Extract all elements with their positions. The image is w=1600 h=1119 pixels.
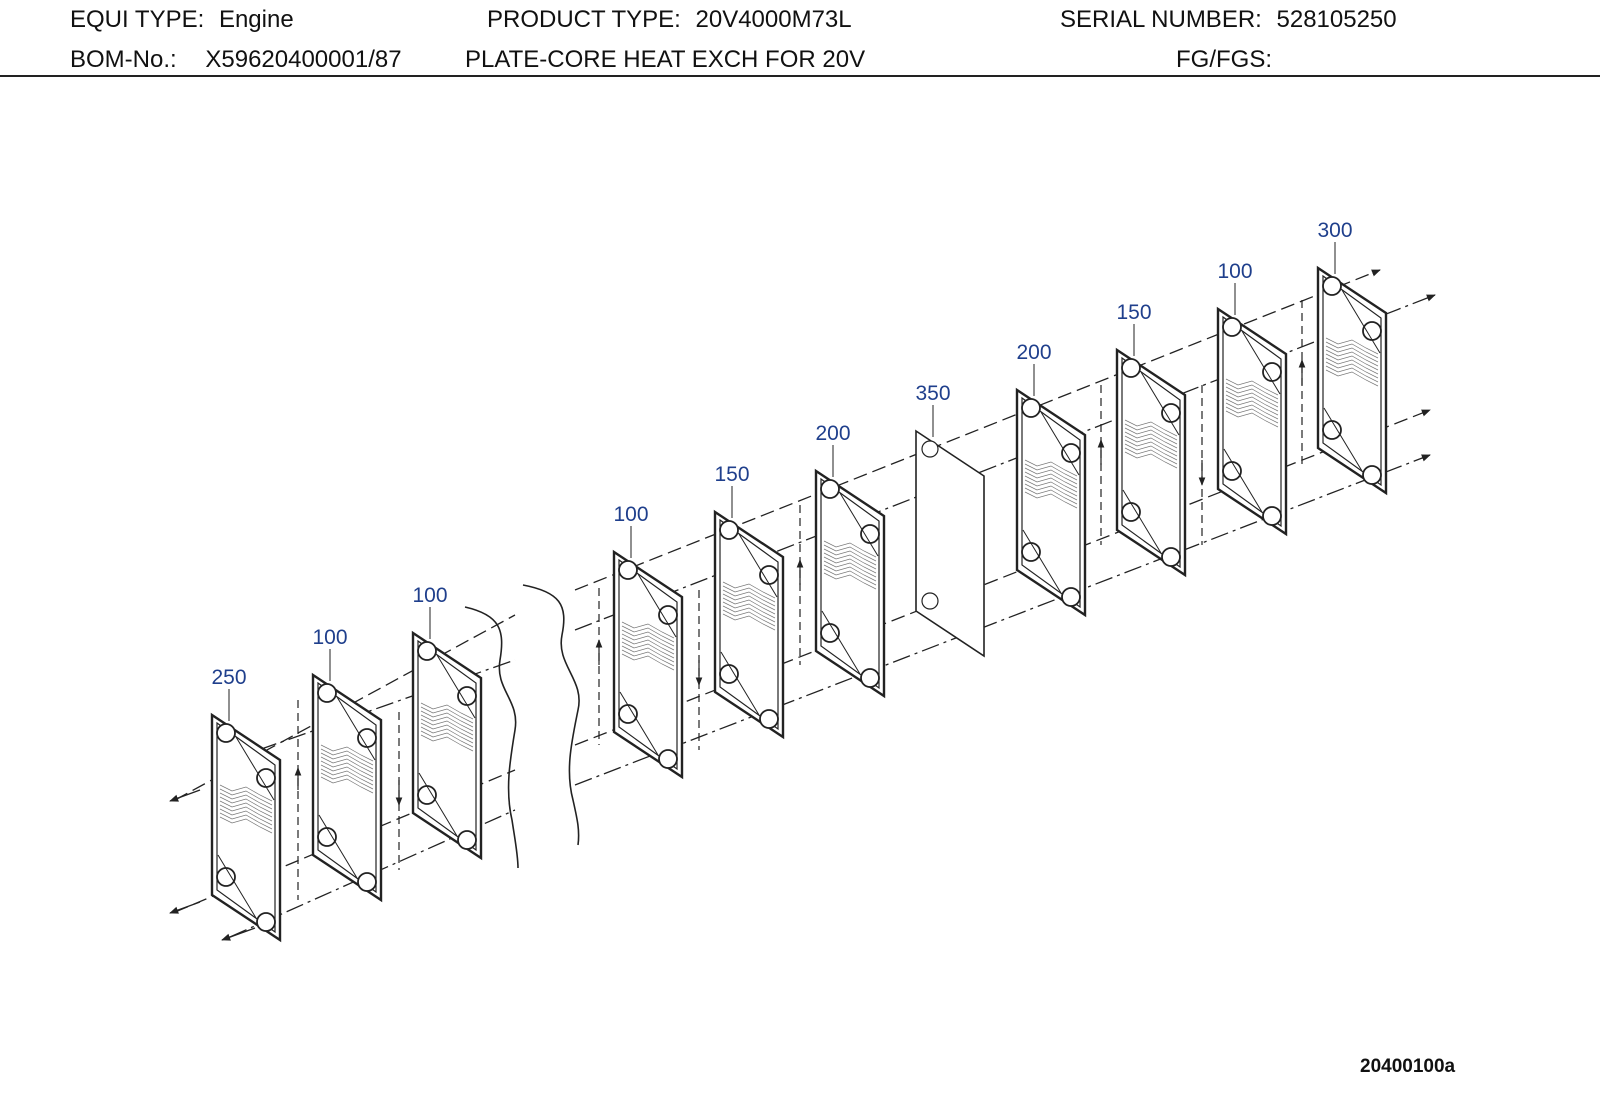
heat-exchanger-plate: 100 [311,626,383,903]
break-lines [464,584,580,869]
plate-label: 200 [815,422,850,445]
port-hole [759,565,779,585]
plate-label: 100 [412,584,447,607]
port-hole [658,605,678,625]
port-hole [357,872,377,892]
plate-label: 300 [1317,219,1352,242]
port-hole [216,723,236,743]
equi-type-label: EQUI TYPE: [70,6,205,33]
header-divider [0,75,1600,77]
port-hole [1322,420,1342,440]
heat-exchanger-plate: 100 [612,503,684,780]
bom-label: BOM-No.: [70,46,177,73]
port-hole [417,641,437,661]
port-hole [1222,461,1242,481]
port-hole [860,524,880,544]
port-hole [1121,502,1141,522]
break-line-left [464,606,519,869]
flow-line-top-2 [574,269,1381,591]
port-hole [357,728,377,748]
port-hole [860,668,880,688]
product-type-value: 20V4000M73L [695,6,852,33]
plate-label: 200 [1016,341,1051,364]
heat-exchanger-plate: 200 [1015,341,1087,618]
product-type-field: PRODUCT TYPE: 20V4000M73L [487,6,852,34]
port-hole [921,440,939,458]
equi-type-field: EQUI TYPE: Engine [70,6,294,34]
port-hole [618,704,638,724]
port-hole [820,623,840,643]
port-hole [1222,317,1242,337]
heat-exchanger-plate: 150 [713,463,785,740]
port-hole [1061,443,1081,463]
port-hole [1322,276,1342,296]
port-hole [719,520,739,540]
heat-exchanger-plate: 100 [411,584,483,861]
port-hole [1161,403,1181,423]
bom-field: BOM-No.: X59620400001/87 [70,46,402,74]
bom-value: X59620400001/87 [205,46,402,73]
heat-exchanger-plate: 250 [210,666,282,943]
plate-label: 100 [312,626,347,649]
plates: 250 100 100 100 150 200 350 200 150 100 300 [210,219,1388,943]
port-hole [618,560,638,580]
fg-fgs-label: FG/FGS: [1176,46,1272,73]
plate-label: 150 [714,463,749,486]
flow-line-top-4 [574,294,1436,631]
heat-exchanger-plate: 200 [814,422,886,699]
part-description: PLATE-CORE HEAT EXCH FOR 20V [465,46,866,73]
port-hole [921,592,939,610]
inlet-arrow-top [169,789,201,802]
vertical-flow-arrows [294,300,1306,900]
heat-exchanger-plate: 100 [1216,260,1288,537]
port-hole [256,912,276,932]
inlet-arrow-bottom-2 [221,927,256,941]
inlet-arrows [169,789,256,941]
plate-label: 100 [1217,260,1252,283]
port-hole [1362,465,1382,485]
heat-exchanger-plate: 300 [1316,219,1388,496]
serial-number-value: 528105250 [1276,6,1397,33]
product-type-label: PRODUCT TYPE: [487,6,681,33]
plate-label: 350 [915,382,950,405]
port-hole [1021,398,1041,418]
port-hole [1061,587,1081,607]
flow-line-bottom-4 [574,454,1431,786]
port-hole [256,768,276,788]
plate-label: 250 [211,666,246,689]
port-hole [1121,358,1141,378]
drawing-number: 20400100a [1360,1056,1456,1077]
port-hole [1161,547,1181,567]
port-hole [1262,362,1282,382]
port-hole [216,867,236,887]
serial-number-label: SERIAL NUMBER: [1060,6,1262,33]
port-hole [820,479,840,499]
port-hole [1021,542,1041,562]
equi-type-value: Engine [218,6,294,33]
port-hole [457,686,477,706]
port-hole [759,709,779,729]
plate-label: 100 [613,503,648,526]
port-hole [317,683,337,703]
heat-exchanger-plate: 150 [1115,301,1187,578]
plate-label: 150 [1116,301,1151,324]
inlet-arrow-bottom [169,901,201,914]
port-hole [1362,321,1382,341]
gasket-plate: 350 [915,382,985,658]
port-hole [457,830,477,850]
port-hole [658,749,678,769]
port-hole [417,785,437,805]
port-hole [317,827,337,847]
port-hole [1262,506,1282,526]
serial-number-field: SERIAL NUMBER: 528105250 [1060,6,1397,34]
break-line-right [522,584,580,846]
port-hole [719,664,739,684]
